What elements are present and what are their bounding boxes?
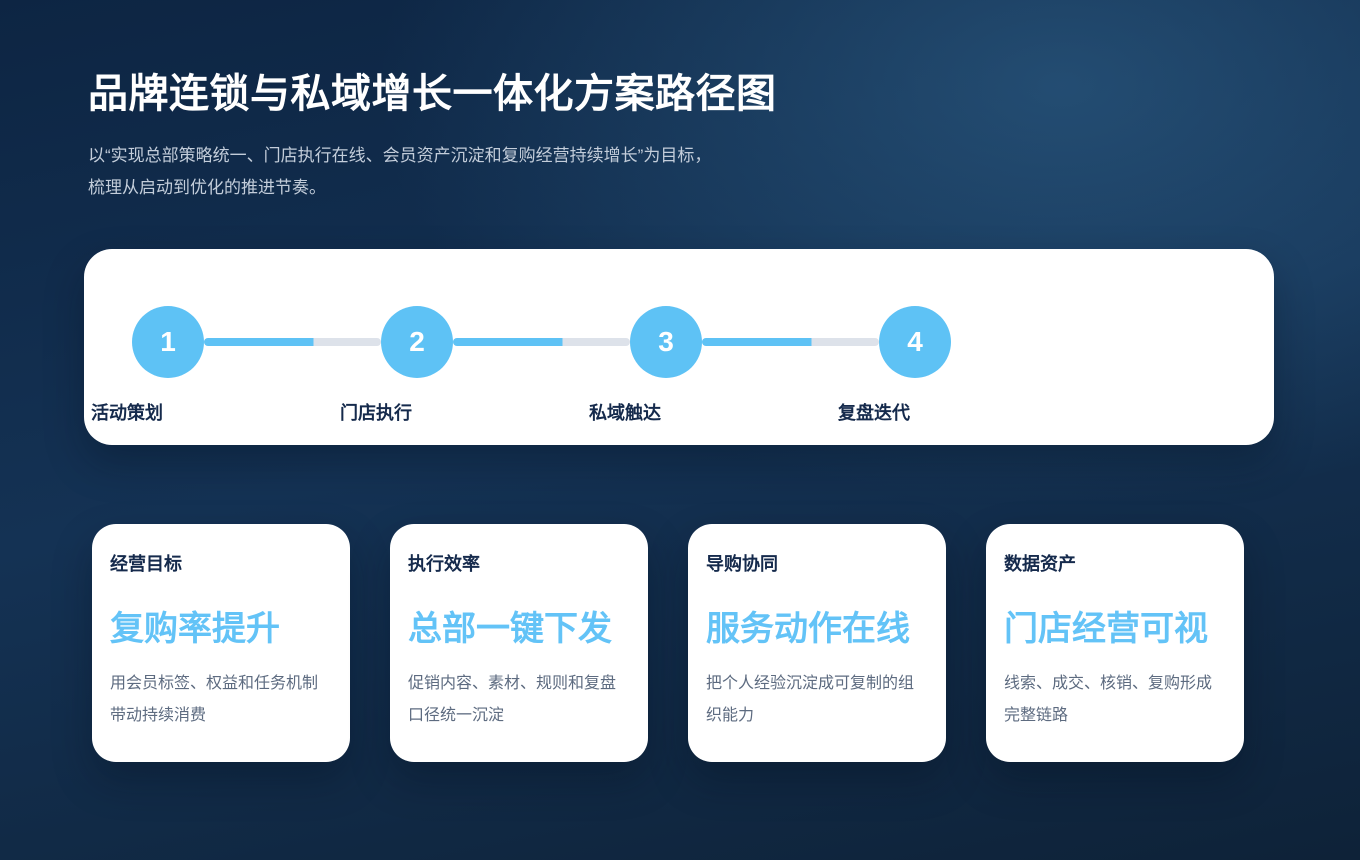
step-label-2: 门店执行 (340, 403, 412, 423)
feature-card-execution-efficiency: 执行效率 总部一键下发 促销内容、素材、规则和复盘口径统一沉淀 (390, 524, 648, 762)
feature-card-data-asset: 数据资产 门店经营可视 线索、成交、核销、复购形成完整链路 (986, 524, 1244, 762)
card-headline: 复购率提升 (110, 610, 280, 648)
step-circle-4: 4 (879, 306, 951, 378)
card-headline: 门店经营可视 (1004, 610, 1208, 648)
step-label-3: 私域触达 (589, 403, 661, 423)
card-description: 把个人经验沉淀成可复制的组织能力 (706, 675, 915, 724)
card-headline: 服务动作在线 (706, 610, 910, 648)
step-connector-3 (702, 338, 879, 346)
step-circle-1: 1 (132, 306, 204, 378)
step-number-2: 2 (409, 326, 425, 357)
timeline-card: 1 2 3 4 活动策划 门店执行 私域触达 复盘迭代 (84, 249, 1274, 445)
card-description: 用会员标签、权益和任务机制带动持续消费 (110, 675, 319, 724)
feature-card-business-goal: 经营目标 复购率提升 用会员标签、权益和任务机制带动持续消费 (92, 524, 350, 762)
step-circle-3: 3 (630, 306, 702, 378)
card-category: 经营目标 (110, 554, 182, 574)
step-number-4: 4 (907, 326, 923, 357)
step-connector-2 (453, 338, 630, 346)
header: 品牌连锁与私域增长一体化方案路径图 以“实现总部策略统一、门店执行在线、会员资产… (88, 70, 777, 204)
card-headline: 总部一键下发 (408, 610, 612, 648)
step-number-1: 1 (160, 326, 176, 357)
step-number-3: 3 (658, 326, 674, 357)
page-subtitle: 以“实现总部策略统一、门店执行在线、会员资产沉淀和复购经营持续增长”为目标， 梳… (88, 140, 777, 204)
card-category: 导购协同 (706, 554, 778, 574)
card-description: 促销内容、素材、规则和复盘口径统一沉淀 (408, 675, 617, 724)
feature-card-guide-collaboration: 导购协同 服务动作在线 把个人经验沉淀成可复制的组织能力 (688, 524, 946, 762)
page-title: 品牌连锁与私域增长一体化方案路径图 (88, 72, 777, 116)
step-circle-2: 2 (381, 306, 453, 378)
card-category: 执行效率 (408, 554, 480, 574)
subtitle-line-1: 以“实现总部策略统一、门店执行在线、会员资产沉淀和复购经营持续增长”为目标， (88, 146, 712, 165)
subtitle-line-2: 梳理从启动到优化的推进节奏。 (88, 178, 326, 197)
card-category: 数据资产 (1004, 554, 1076, 574)
step-label-4: 复盘迭代 (838, 403, 910, 423)
step-connector-1 (204, 338, 381, 346)
step-label-1: 活动策划 (91, 403, 163, 423)
card-description: 线索、成交、核销、复购形成完整链路 (1004, 675, 1213, 724)
